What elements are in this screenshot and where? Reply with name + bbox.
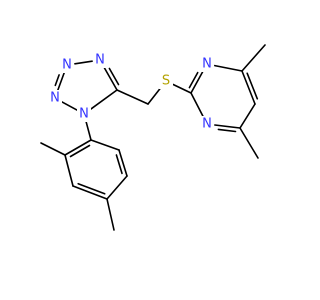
bond-c5-ch2	[116, 89, 149, 105]
bond-a4-a5	[106, 175, 128, 200]
bond-c5-n1	[103, 66, 118, 91]
atom-mask-n3	[48, 90, 62, 106]
atom-label-n3: N	[50, 91, 60, 106]
atom-label-n1: N	[95, 53, 105, 68]
bond-a2-a3	[64, 154, 74, 187]
bond-a2-me2	[40, 142, 66, 156]
atom-mask-n4	[77, 106, 91, 122]
atom-mask-n6	[200, 116, 214, 132]
bond-a1-a2-second-line	[69, 144, 91, 158]
atom-labels-layer: N N N N S N N	[48, 52, 214, 132]
bond-c6-me6	[239, 127, 259, 159]
molecule-structure-diagram: N N N N S N N	[40, 44, 266, 231]
atom-mask-s1	[159, 73, 173, 89]
atom-mask-n2	[60, 57, 74, 73]
bond-s-cs	[172, 83, 192, 94]
atom-mask-n1	[93, 52, 107, 68]
bond-a3-a4	[72, 185, 108, 200]
atom-mask-n5	[200, 56, 214, 72]
molecule-canvas: N N N N S N N	[40, 44, 266, 231]
bond-n2-n3-second-line	[54, 74, 60, 87]
atom-label-n2: N	[62, 58, 72, 73]
bond-n3-n4	[61, 101, 78, 111]
atom-label-n5: N	[202, 57, 212, 72]
bond-a5-a6	[118, 149, 128, 177]
bond-a3-a4-second-line	[77, 182, 106, 195]
bond-a5-a6-second-line	[115, 154, 123, 175]
bond-a6-a1	[90, 139, 120, 151]
bond-c4-c5p	[241, 70, 256, 105]
bond-n4-c5	[89, 89, 118, 111]
bond-cs-n5-second-line	[188, 71, 199, 89]
bond-n6-cs	[190, 92, 205, 118]
bond-c6-n6-second-line	[217, 128, 237, 133]
atom-label-n6: N	[202, 117, 212, 132]
bond-cs-n5	[190, 70, 204, 94]
bond-n2-n3	[56, 71, 66, 92]
atom-label-s1: S	[162, 74, 170, 89]
bond-c4-c5p-second-line	[246, 72, 259, 100]
bond-c5-n1-second-line	[108, 67, 120, 86]
bond-c5p-c6	[239, 103, 256, 129]
bond-n4-a1	[85, 120, 92, 141]
bond-n5-c4	[214, 64, 243, 72]
bond-a1-a2	[64, 139, 92, 156]
atom-label-n4: N	[79, 107, 89, 122]
bond-c6-n6	[214, 124, 241, 129]
bond-c4-me4	[241, 44, 266, 72]
bond-n1-n2	[74, 60, 93, 65]
bonds-layer	[40, 44, 266, 231]
bond-a4-me4b	[106, 198, 115, 231]
bond-ch2-s	[147, 86, 162, 105]
